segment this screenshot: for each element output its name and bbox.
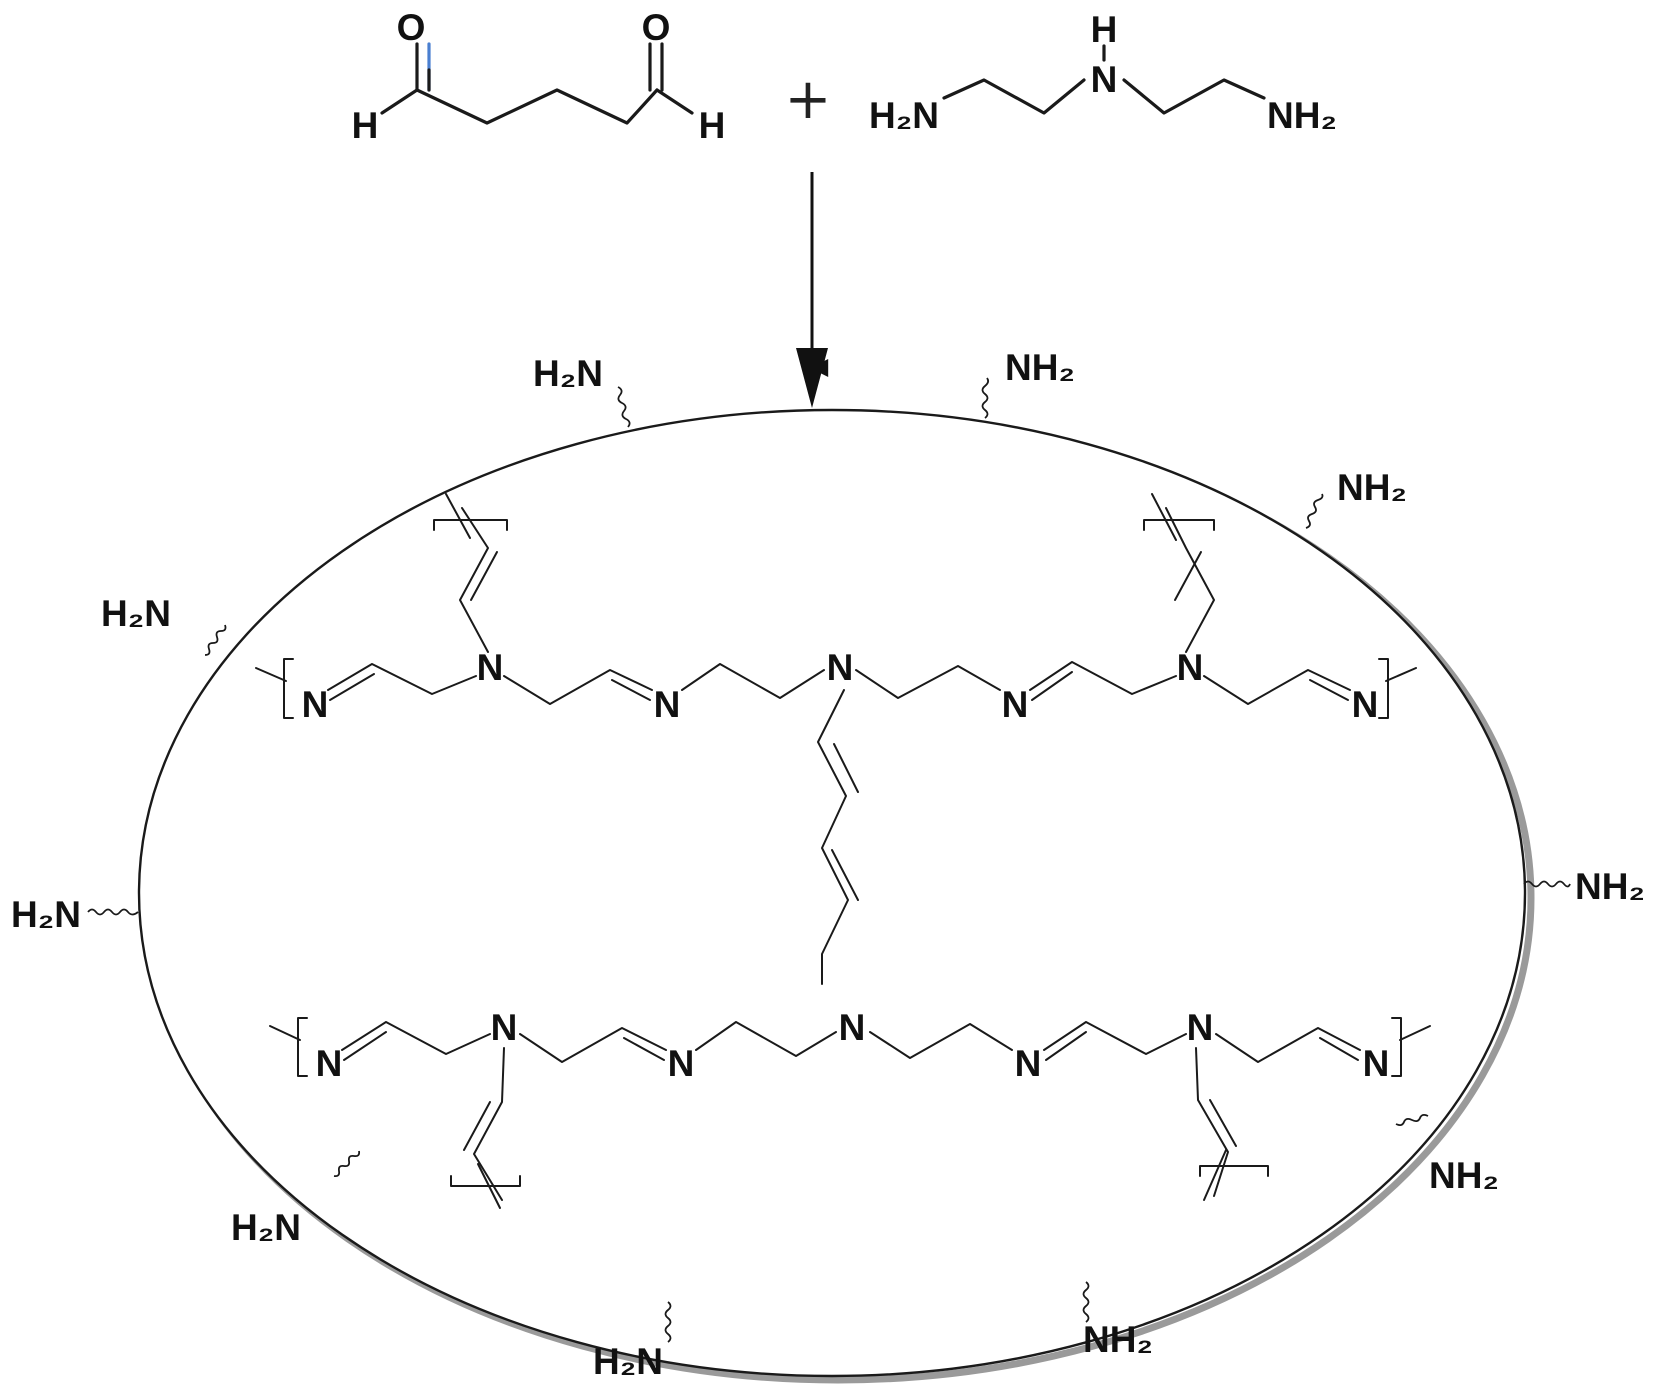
diethylenetriamine-molecule: H₂N H N NH₂	[869, 9, 1337, 136]
surface-amine-groups: H₂N NH₂ NH₂ H₂N H₂N NH₂ H₂N NH₂ H₂N NH₂	[11, 347, 1645, 1382]
surface-h2n-bottom: H₂N	[593, 1341, 663, 1382]
bottom-chain-n-4: N	[839, 1007, 866, 1048]
central-crosslink	[817, 689, 859, 985]
dien-nh-nitrogen: N	[1091, 59, 1118, 100]
surface-nh2-lower-right: NH₂	[1429, 1155, 1499, 1196]
surface-nh2-far-right: NH₂	[1575, 866, 1645, 907]
surface-nh2-upper-right: NH₂	[1337, 467, 1407, 508]
top-chain-n-1: N	[302, 684, 329, 725]
bottom-chain-n-5: N	[1015, 1043, 1042, 1084]
nanoparticle-boundary	[137, 408, 1527, 1378]
dien-h2n: H₂N	[869, 95, 939, 136]
surface-h2n-far-left: H₂N	[11, 894, 81, 935]
bottom-chain-n-3: N	[668, 1043, 695, 1084]
dien-nh2: NH₂	[1267, 95, 1337, 136]
bottom-chain-n-1: N	[316, 1043, 343, 1084]
glutaraldehyde-oxygen-left: O	[397, 7, 426, 48]
plus-sign: +	[785, 67, 832, 132]
bottom-chain-n-2: N	[491, 1007, 518, 1048]
glutaraldehyde-hydrogen-left: H	[352, 105, 379, 146]
top-chain-n-4: N	[827, 647, 854, 688]
surface-nh2-bottom: NH₂	[1083, 1319, 1153, 1360]
surface-nh2-top: NH₂	[1005, 347, 1075, 388]
dien-nh-hydrogen: H	[1091, 9, 1118, 50]
top-chain-n-2: N	[477, 647, 504, 688]
surface-h2n-lower-left: H₂N	[231, 1207, 301, 1248]
surface-h2n-top: H₂N	[533, 353, 603, 394]
reaction-arrowhead	[796, 348, 828, 408]
bottom-chain-n-6: N	[1187, 1007, 1214, 1048]
top-chain-n-6: N	[1177, 647, 1204, 688]
polymer-chain-bottom: N N N N N N N	[269, 1007, 1431, 1209]
top-chain-n-5: N	[1002, 684, 1029, 725]
glutaraldehyde-oxygen-right: O	[642, 7, 671, 48]
top-chain-n-3: N	[654, 684, 681, 725]
surface-h2n-left: H₂N	[101, 593, 171, 634]
bottom-chain-n-7: N	[1363, 1043, 1390, 1084]
glutaraldehyde-molecule: O O H H	[352, 7, 726, 146]
polymer-chain-top: N N N N N N N	[255, 493, 1417, 725]
glutaraldehyde-hydrogen-right: H	[699, 105, 726, 146]
top-chain-n-7: N	[1352, 684, 1379, 725]
